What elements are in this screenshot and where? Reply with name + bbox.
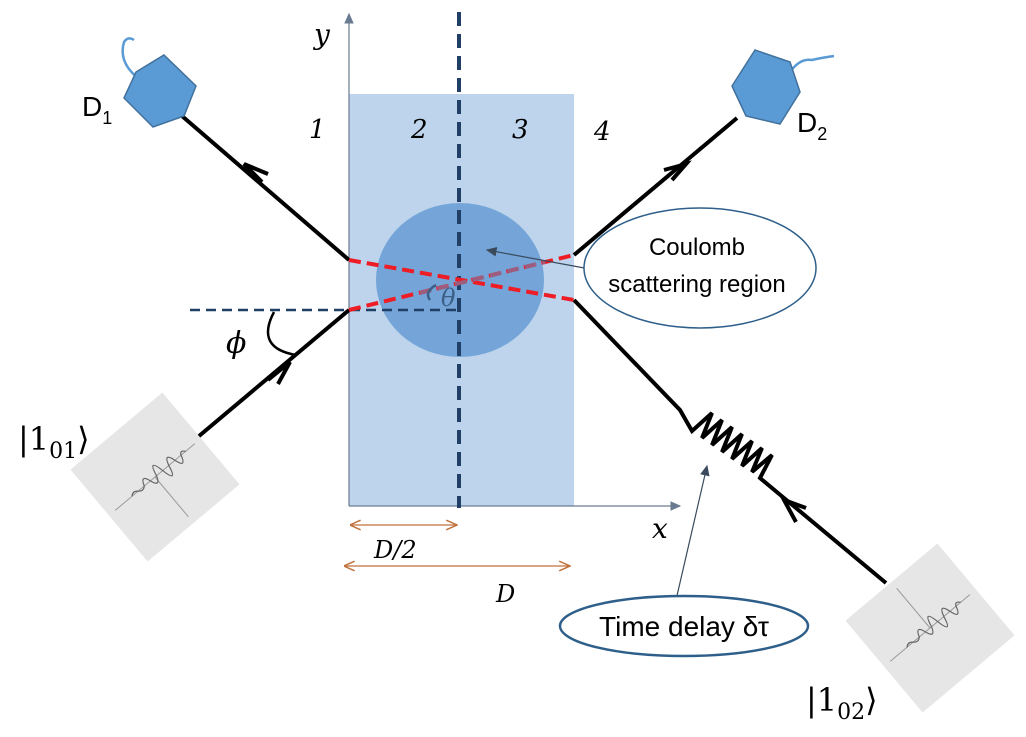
theta-arc	[426, 283, 437, 301]
input-state-1: |101⟩	[18, 420, 90, 464]
detector-d1-label: D1	[82, 91, 112, 128]
arrow-input2	[779, 496, 807, 523]
photon-path-input1	[178, 308, 351, 454]
photon-path-input2-delay	[572, 298, 888, 585]
arrow-input1	[266, 360, 292, 385]
detector-d1-cable	[121, 37, 139, 79]
photon-source-2	[845, 543, 1015, 713]
dimension-full-width-label: D	[495, 580, 515, 608]
coulomb-callout-line1: Coulomb	[649, 234, 745, 261]
theta-label: θ	[441, 284, 456, 312]
photon-source-1	[70, 392, 240, 562]
source-1-stem	[154, 476, 189, 518]
source-2-wavepacket	[906, 601, 961, 648]
phi-label: ϕ	[226, 326, 246, 361]
region-label-1: 1	[309, 115, 326, 145]
detector-d2	[731, 49, 835, 125]
scatter-path-b	[348, 258, 575, 302]
detector-d2-body	[731, 49, 801, 125]
photon-path-output-d2	[572, 116, 739, 257]
coulomb-callout-line2: scattering region	[608, 271, 785, 298]
region-label-4: 4	[593, 117, 611, 147]
source-2-stem	[896, 587, 931, 629]
x-axis-label: x	[652, 512, 668, 545]
phi-arc	[266, 311, 297, 357]
time-delay-callout-pointer	[675, 464, 710, 601]
detector-d1-body	[123, 54, 197, 128]
arrow-output-d2	[663, 160, 692, 182]
photon-path-output-d1	[180, 114, 351, 262]
detector-d2-cable	[788, 54, 835, 73]
detector-d2-label: D2	[797, 107, 827, 144]
coulomb-callout-bubble	[583, 207, 817, 329]
input-state-2: |102⟩	[806, 681, 878, 725]
source-1-wavepacket	[131, 450, 186, 497]
time-delay-callout-label: Time delay δτ	[599, 611, 769, 642]
region-label-2: 2	[410, 115, 428, 145]
region-label-3: 3	[512, 115, 529, 145]
detector-d1	[121, 37, 197, 128]
y-axis-label: y	[312, 18, 331, 51]
arrow-output-d1	[242, 162, 269, 184]
dimension-half-width-label: D/2	[373, 536, 417, 564]
scatter-path-a-overlay	[419, 260, 546, 295]
time-delay-callout-bubble	[558, 594, 810, 658]
